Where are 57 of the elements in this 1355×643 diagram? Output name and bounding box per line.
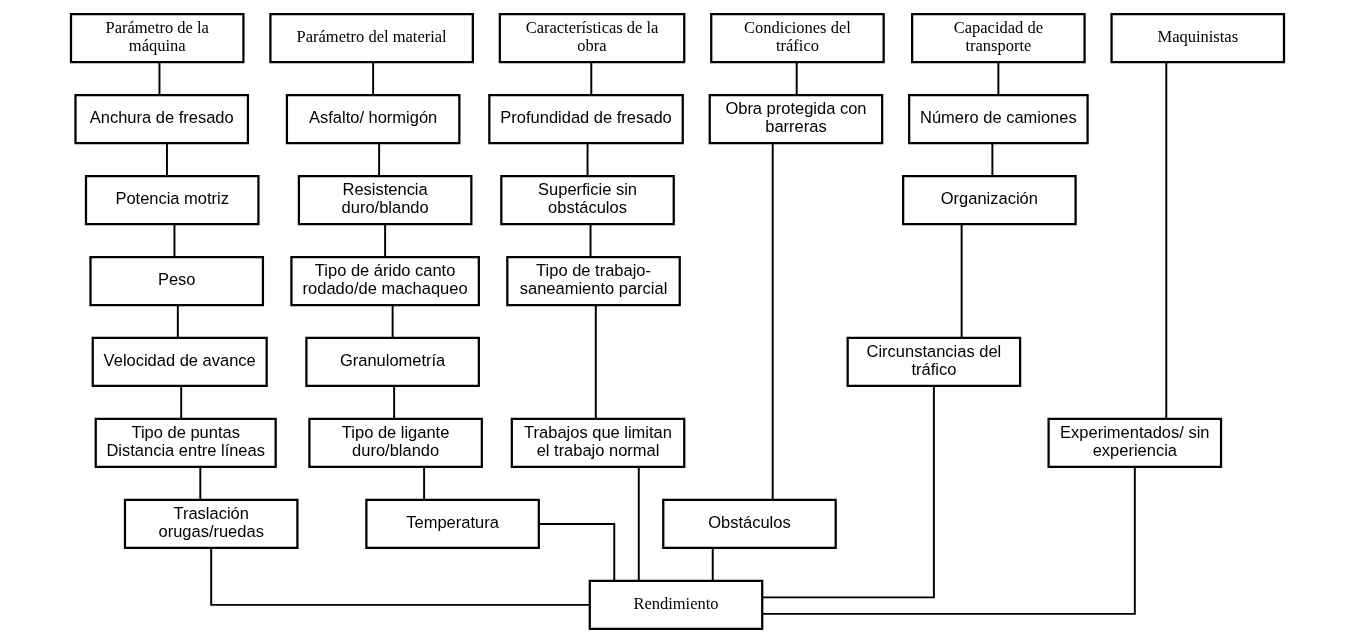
connector: [586, 142, 589, 177]
node-box: Tipo de ligante duro/blando: [308, 417, 483, 469]
node-box: Tipo de puntas Distancia entre líneas: [94, 417, 277, 469]
connector: [423, 466, 426, 501]
connector: [384, 223, 387, 258]
node-box: Condiciones del tráfico: [710, 13, 885, 64]
node-box: Resistencia duro/blando: [297, 174, 473, 226]
connector: [391, 304, 394, 339]
node-box: Anchura de fresado: [74, 93, 250, 145]
connector: [594, 304, 597, 420]
connector: [210, 547, 591, 606]
connector: [393, 385, 396, 420]
node-box: Tipo de trabajo- saneamiento parcial: [506, 255, 681, 307]
connector: [795, 61, 798, 96]
node-box: Granulometría: [305, 336, 480, 388]
connector: [166, 142, 168, 177]
node-box: Características de la obra: [498, 13, 686, 64]
node-box: Peso: [89, 255, 265, 307]
connector: [538, 522, 616, 582]
node-box: Parámetro del material: [269, 13, 474, 64]
node-box: Circunstancias del tráfico: [846, 336, 1022, 388]
node-box: Capacidad de transporte: [911, 13, 1086, 64]
node-box: Temperatura: [365, 498, 540, 550]
node-box: Traslación orugas/ruedas: [123, 498, 299, 550]
connector: [180, 385, 183, 420]
node-box: Potencia motriz: [84, 174, 260, 226]
connector: [372, 61, 375, 96]
node-box: Superficie sin obstáculos: [500, 174, 675, 226]
connector: [771, 142, 774, 501]
connector: [590, 61, 593, 96]
connector: [589, 223, 592, 258]
connector: [199, 466, 202, 501]
connector: [711, 547, 714, 582]
node-box: Trabajos que limitan el trabajo normal: [510, 417, 686, 469]
connector: [173, 223, 176, 258]
node-box: Parámetro de la máquina: [69, 13, 245, 64]
connector: [176, 304, 179, 339]
node-box: Obstáculos: [662, 498, 837, 550]
node-box: Velocidad de avance: [91, 336, 268, 388]
connector: [378, 142, 381, 177]
connector: [761, 466, 1136, 615]
connector: [637, 466, 640, 582]
node-box: Rendimiento: [588, 579, 764, 630]
connector: [158, 61, 161, 96]
node-box: Tipo de árido canto rodado/de machaqueo: [290, 255, 480, 307]
connector: [960, 223, 963, 339]
node-box: Obra protegida con barreras: [708, 93, 884, 145]
node-box: Organización: [902, 174, 1077, 226]
node-box: Número de camiones: [908, 93, 1089, 145]
node-box: Profundidad de fresado: [488, 93, 684, 145]
node-box: Asfalto/ hormigón: [285, 93, 461, 145]
connector: [991, 142, 994, 177]
connector: [997, 61, 1000, 96]
connector: [761, 385, 935, 599]
connector: [1165, 61, 1168, 420]
node-box: Maquinistas: [1110, 13, 1286, 64]
node-box: Experimentados/ sin experiencia: [1047, 417, 1223, 469]
